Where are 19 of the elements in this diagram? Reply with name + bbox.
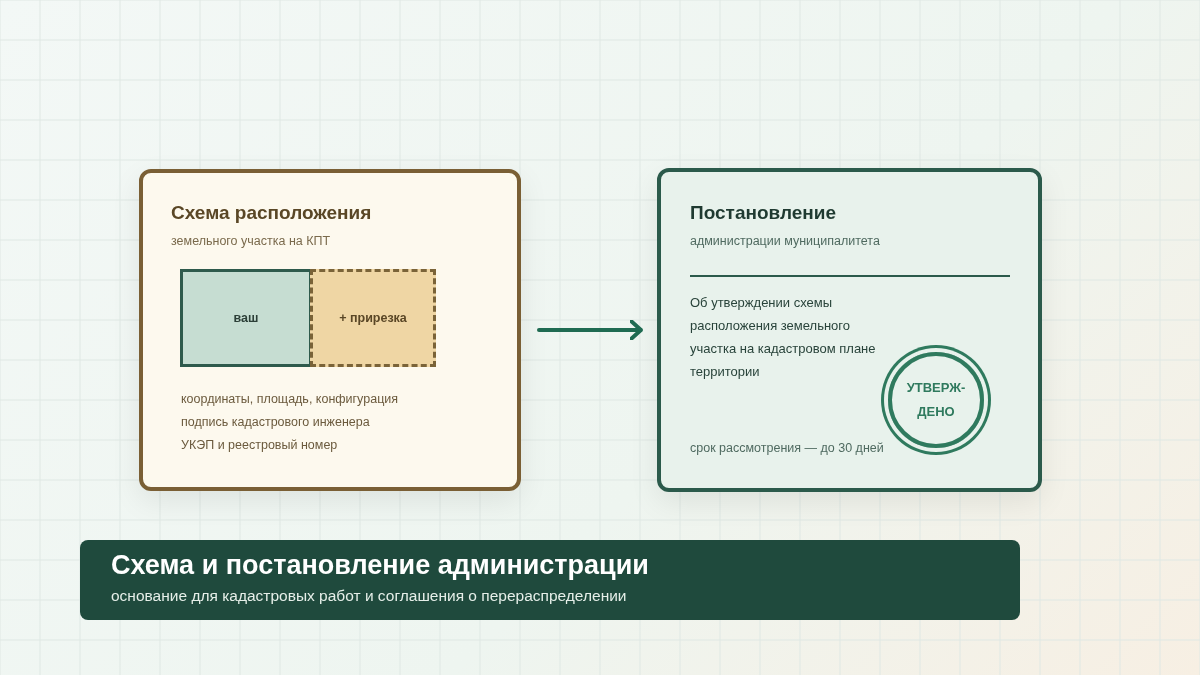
- document-text: Об утверждении схемы расположения земельного участка на кадастровом плане территории: [690, 294, 877, 381]
- plot-label: + прирезка: [339, 309, 407, 327]
- document-card: [657, 168, 1042, 492]
- card-heading: Схема расположения: [171, 201, 373, 225]
- note-text: подпись кадастрового инженера: [181, 414, 371, 431]
- note-text: координаты, площадь, конфигурация: [181, 391, 400, 408]
- card-heading: Постановление: [690, 201, 838, 225]
- title: Схема и постановление администрации: [111, 550, 649, 581]
- note-text: УКЭП и реестровый номер: [181, 437, 339, 454]
- note-text: срок рассмотрения — до 30 дней: [690, 440, 885, 457]
- arrow: [537, 319, 643, 341]
- plot-label: ваш: [233, 309, 259, 327]
- card-subtitle: администрации муниципалитета: [690, 233, 881, 250]
- land-plot: [180, 269, 312, 367]
- card-subtitle: земельного участка на КПТ: [171, 233, 332, 250]
- document-card: [139, 169, 521, 491]
- addition-plot: [310, 269, 436, 367]
- caption: основание для кадастровых работ и соглашения о перераспределении: [111, 587, 627, 605]
- stamp-text: УТВЕРЖ- ДЕНО: [905, 379, 967, 421]
